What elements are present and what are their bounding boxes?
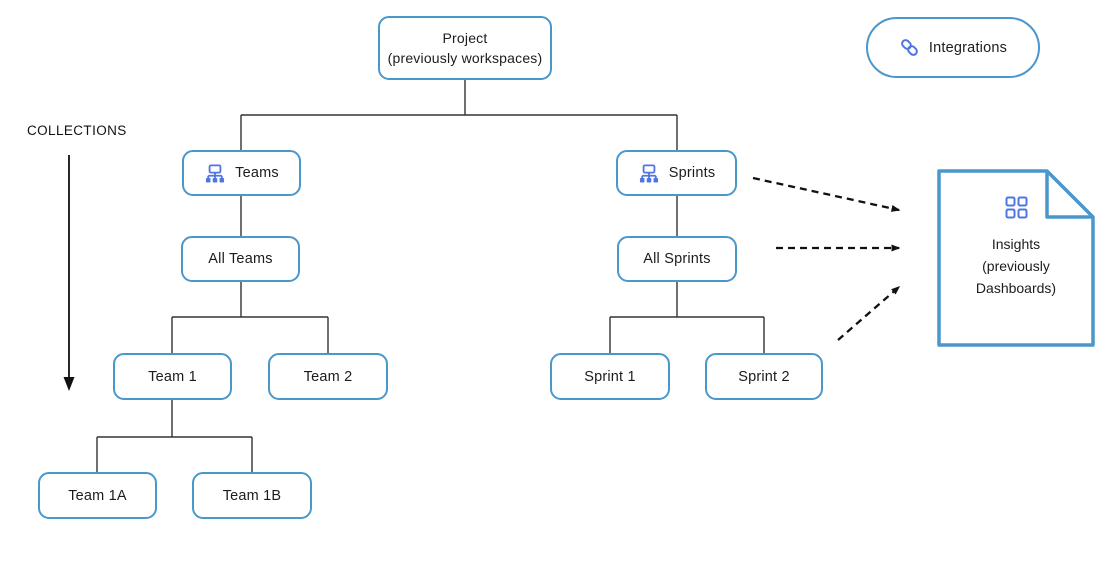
team1a-label: Team 1A — [68, 487, 127, 504]
insights-label-line1: Insights — [991, 236, 1041, 252]
node-team1: Team 1 — [113, 353, 232, 400]
project-label-line1: Project — [442, 30, 488, 46]
org-chart-icon — [638, 163, 660, 183]
link-icon — [899, 37, 920, 58]
node-insights-document: Insights (previously Dashboards) — [937, 169, 1095, 347]
team1b-label: Team 1B — [222, 487, 282, 504]
teams-label: Teams — [235, 165, 279, 181]
sprint1-label: Sprint 1 — [584, 368, 636, 385]
tree-connectors — [96, 80, 765, 472]
node-team2: Team 2 — [268, 353, 388, 400]
insights-label-line2: (previously — [982, 258, 1050, 274]
sprint2-label: Sprint 2 — [738, 368, 790, 385]
node-sprint1: Sprint 1 — [550, 353, 670, 400]
node-all-sprints: All Sprints — [617, 236, 737, 282]
integrations-label: Integrations — [928, 39, 1008, 56]
team2-label: Team 2 — [303, 368, 353, 385]
node-sprint2: Sprint 2 — [705, 353, 823, 400]
node-project: Project (previously workspaces) — [378, 16, 552, 80]
document-shape — [937, 169, 1095, 347]
node-team1a: Team 1A — [38, 472, 157, 519]
all-teams-label: All Teams — [208, 251, 273, 267]
org-chart-icon — [204, 163, 226, 183]
node-teams: Teams — [182, 150, 301, 196]
dashed-arrow-sprint-to-insights — [837, 286, 901, 341]
all-sprints-label: All Sprints — [643, 251, 711, 267]
collections-arrow — [63, 155, 75, 391]
grid-icon — [1005, 196, 1028, 219]
node-sprints: Sprints — [616, 150, 737, 196]
insights-label-line3: Dashboards) — [975, 280, 1057, 296]
project-label-line2: (previously workspaces) — [387, 50, 543, 66]
sprints-label: Sprints — [668, 165, 716, 181]
node-all-teams: All Teams — [181, 236, 300, 282]
node-team1b: Team 1B — [192, 472, 312, 519]
node-integrations: Integrations — [866, 17, 1040, 78]
team1-label: Team 1 — [148, 368, 197, 385]
dashed-arrow-sprints-to-insights — [752, 176, 901, 212]
collections-label: COLLECTIONS — [27, 123, 127, 138]
